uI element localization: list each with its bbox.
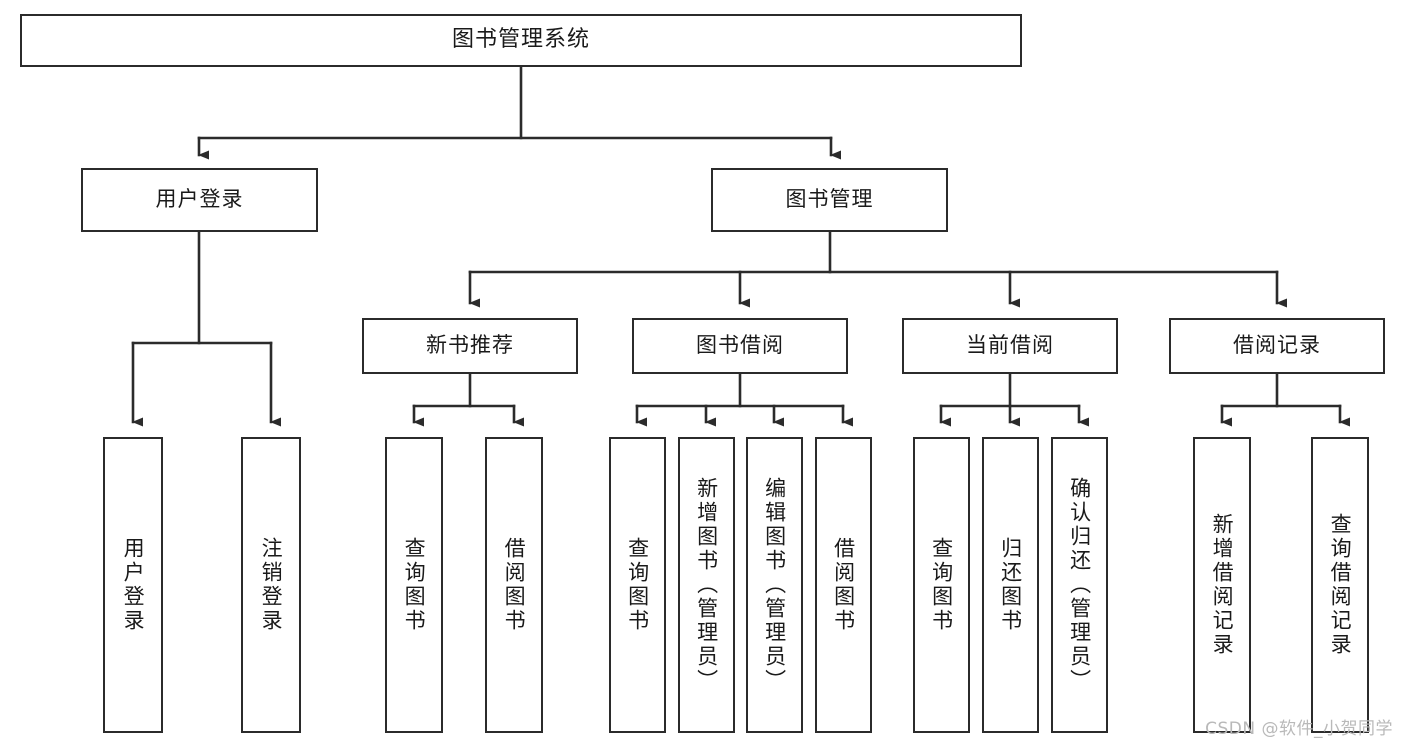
node-leaf-query-book-borrow[interactable]: 查询图书: [609, 437, 666, 733]
node-leaf-return-book[interactable]: 归还图书: [982, 437, 1039, 733]
node-user-login[interactable]: 用户登录: [81, 168, 318, 232]
node-current-borrow[interactable]: 当前借阅: [902, 318, 1118, 374]
node-new-book-recommend[interactable]: 新书推荐: [362, 318, 578, 374]
node-book-borrow[interactable]: 图书借阅: [632, 318, 848, 374]
node-leaf-add-borrow-record[interactable]: 新增借阅记录: [1193, 437, 1251, 733]
node-leaf-confirm-return-admin[interactable]: 确认归还（管理员）: [1051, 437, 1108, 733]
node-leaf-user-login[interactable]: 用户登录: [103, 437, 163, 733]
node-leaf-query-borrow-record[interactable]: 查询借阅记录: [1311, 437, 1369, 733]
node-leaf-edit-book-admin[interactable]: 编辑图书（管理员）: [746, 437, 803, 733]
node-leaf-borrow-book-recommend[interactable]: 借阅图书: [485, 437, 543, 733]
node-leaf-add-book-admin[interactable]: 新增图书（管理员）: [678, 437, 735, 733]
node-root-book-management-system[interactable]: 图书管理系统: [20, 14, 1022, 67]
node-leaf-query-book-recommend[interactable]: 查询图书: [385, 437, 443, 733]
node-book-management[interactable]: 图书管理: [711, 168, 948, 232]
node-leaf-logout[interactable]: 注销登录: [241, 437, 301, 733]
node-borrow-record[interactable]: 借阅记录: [1169, 318, 1385, 374]
node-leaf-borrow-book[interactable]: 借阅图书: [815, 437, 872, 733]
node-leaf-query-book-current[interactable]: 查询图书: [913, 437, 970, 733]
csdn-watermark: CSDN @软件_小贺同学: [1205, 719, 1393, 739]
